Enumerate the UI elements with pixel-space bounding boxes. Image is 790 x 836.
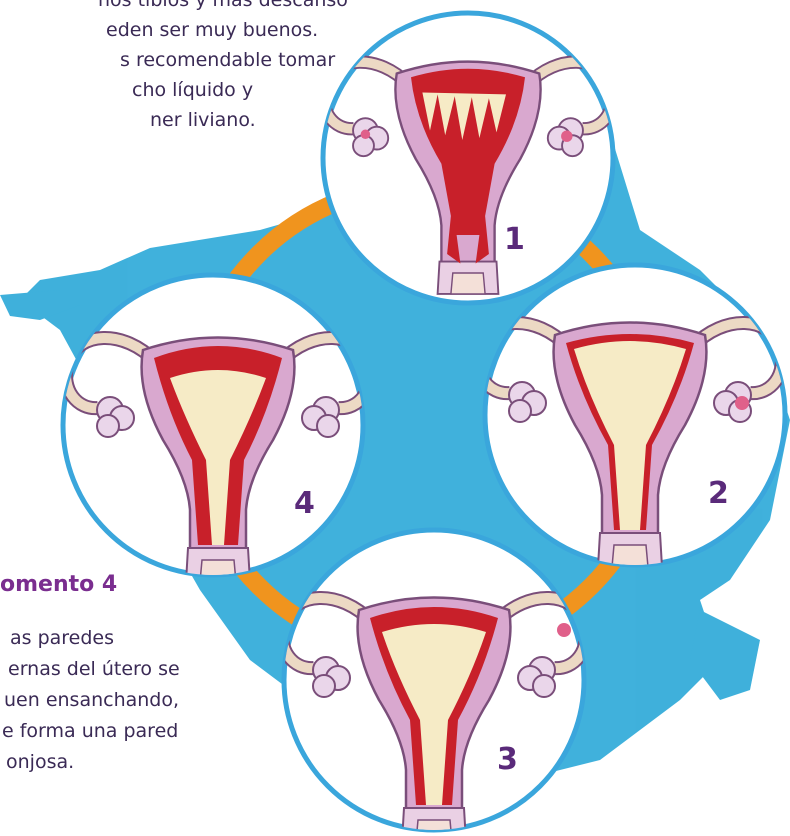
intro-line: eden ser muy buenos. <box>106 15 300 45</box>
moment-4-title: omento 4 <box>0 572 117 597</box>
moment-4-line: as paredes <box>10 623 180 654</box>
moment-4-body: as paredes ernas del útero se uen ensanc… <box>0 623 180 778</box>
stage-3-circle <box>282 530 586 836</box>
stage-number-4: 4 <box>294 486 315 521</box>
stage-1-circle <box>323 13 613 303</box>
moment-4-line: onjosa. <box>6 747 180 778</box>
stage-number-3: 3 <box>497 742 518 777</box>
moment-4-line: uen ensanchando, <box>4 685 180 716</box>
moment-4-line: ernas del útero se <box>8 654 180 685</box>
moment-4-line: e forma una pared <box>2 716 180 747</box>
intro-line: s recomendable tomar <box>120 45 300 75</box>
intro-text: nos tibios y más descanso eden ser muy b… <box>0 0 300 135</box>
stage-number-1: 1 <box>504 222 525 257</box>
intro-line: cho líquido y <box>132 75 300 105</box>
intro-line: nos tibios y más descanso <box>98 0 300 15</box>
intro-line: ner liviano. <box>150 105 300 135</box>
stage-number-2: 2 <box>708 476 729 511</box>
